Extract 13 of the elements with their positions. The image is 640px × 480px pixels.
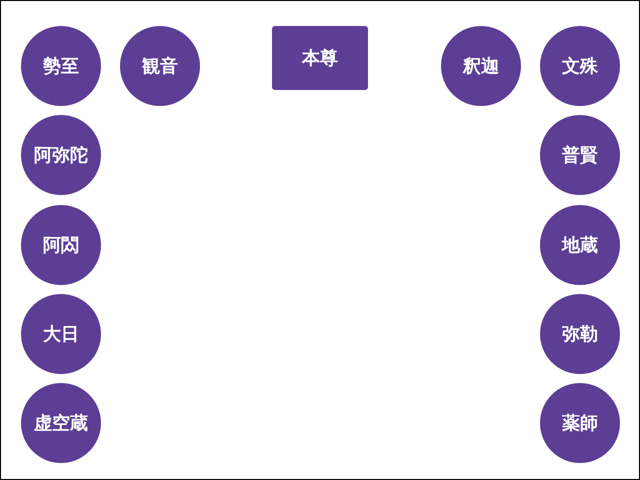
deity-circle: 文殊	[540, 26, 620, 106]
deity-circle: 薬師	[540, 383, 620, 463]
deity-circle: 阿弥陀	[21, 115, 101, 195]
deity-circle: 勢至	[21, 26, 101, 106]
deity-circle: 虚空蔵	[21, 383, 101, 463]
deity-circle: 釈迦	[441, 26, 521, 106]
deity-circle: 阿閦	[21, 205, 101, 285]
deity-circle: 弥勒	[540, 294, 620, 374]
deity-circle: 普賢	[540, 115, 620, 195]
deity-circle: 観音	[120, 26, 200, 106]
title-box: 本尊	[272, 26, 368, 90]
deity-circle: 地蔵	[540, 205, 620, 285]
deity-circle: 大日	[21, 294, 101, 374]
